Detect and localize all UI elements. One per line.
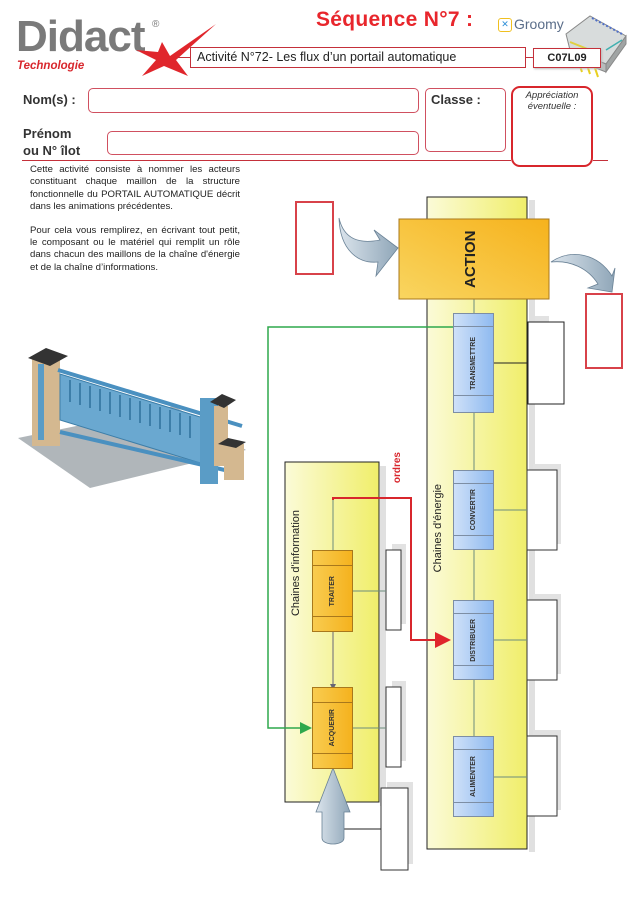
info-block-acquerir: ACQUERIR [312, 687, 353, 769]
sensor-input-arrow [315, 766, 351, 845]
answer-box-convertir [526, 469, 558, 551]
action-block [398, 218, 550, 300]
sequence-title: Séquence N°7 : [316, 8, 474, 31]
groomy-icon: ✕ [498, 18, 512, 33]
title-connector [178, 57, 190, 58]
intro-paragraph-2: Pour cela vous remplirez, en écrivant to… [30, 224, 240, 273]
code-connector [526, 57, 533, 58]
energy-block-label: DISTRIBUER [470, 618, 477, 662]
energy-block-distribuer: DISTRIBUER [453, 600, 494, 680]
logo-text: Didact [16, 12, 145, 61]
output-energy-box [585, 293, 623, 369]
info-block-label: ACQUERIR [329, 709, 336, 747]
energy-block-transmettre: TRANSMETTRE [453, 313, 494, 413]
energy-block-label: CONVERTIR [470, 489, 477, 531]
names-input[interactable] [88, 88, 419, 113]
firstname-label-line1: Prénom [23, 126, 72, 141]
answer-box-distribuer [526, 599, 558, 681]
header-divider [22, 160, 511, 161]
activity-title: Activité N°72- Les flux d’un portail aut… [190, 47, 526, 68]
input-energy-box [295, 201, 334, 275]
appreciation-field[interactable]: Appréciation éventuelle : [511, 86, 593, 167]
logo-x-icon [136, 24, 216, 76]
intro-paragraph-1: Cette activité consiste à nommer les act… [30, 164, 240, 213]
action-label: ACTION [462, 230, 479, 288]
appreciation-label-line2: éventuelle : [527, 101, 577, 112]
answer-box-sensor-input [380, 787, 409, 871]
document-code: C07L09 [533, 48, 601, 68]
energy-chain-label: Chaines d'énergie [432, 484, 444, 573]
partner-logo-text: Groomy [514, 16, 564, 32]
logo-subtitle: Technologie [17, 60, 85, 72]
energy-out-arrow [550, 254, 616, 293]
class-label: Classe : [431, 92, 481, 107]
logo-didactx: Didact [16, 15, 145, 59]
sliding-gate-illustration [18, 348, 246, 488]
answer-box-traiter [385, 549, 402, 631]
energy-block-convertir: CONVERTIR [453, 470, 494, 550]
header-divider-right [593, 160, 608, 161]
intro-text: Cette activité consiste à nommer les act… [30, 164, 240, 285]
info-block-label: TRAITER [329, 575, 336, 607]
firstname-label-line2: ou N° îlot [23, 143, 81, 158]
energy-block-label: ALIMENTER [470, 756, 477, 797]
answer-box-acquerir [385, 686, 402, 768]
names-label: Nom(s) : [23, 92, 76, 107]
info-chain-shadow [380, 466, 386, 806]
logo-registered-mark: ® [152, 19, 160, 30]
firstname-input[interactable] [107, 131, 419, 155]
energy-in-arrow [338, 217, 399, 278]
answer-box-transmettre [527, 321, 565, 405]
info-block-traiter: TRAITER [312, 550, 353, 632]
appreciation-label-line1: Appréciation [525, 90, 579, 101]
information-flow-line [267, 326, 453, 734]
partner-logo: ✕Groomy [498, 16, 564, 33]
energy-block-label: TRANSMETTRE [470, 336, 477, 390]
answer-box-alimenter [526, 735, 558, 817]
class-field[interactable]: Classe : [425, 88, 506, 152]
orders-label: ordres [392, 452, 403, 484]
energy-block-alimenter: ALIMENTER [453, 736, 494, 817]
orders-flow-line [332, 497, 451, 648]
info-chain-label: Chaines d'information [290, 510, 302, 617]
